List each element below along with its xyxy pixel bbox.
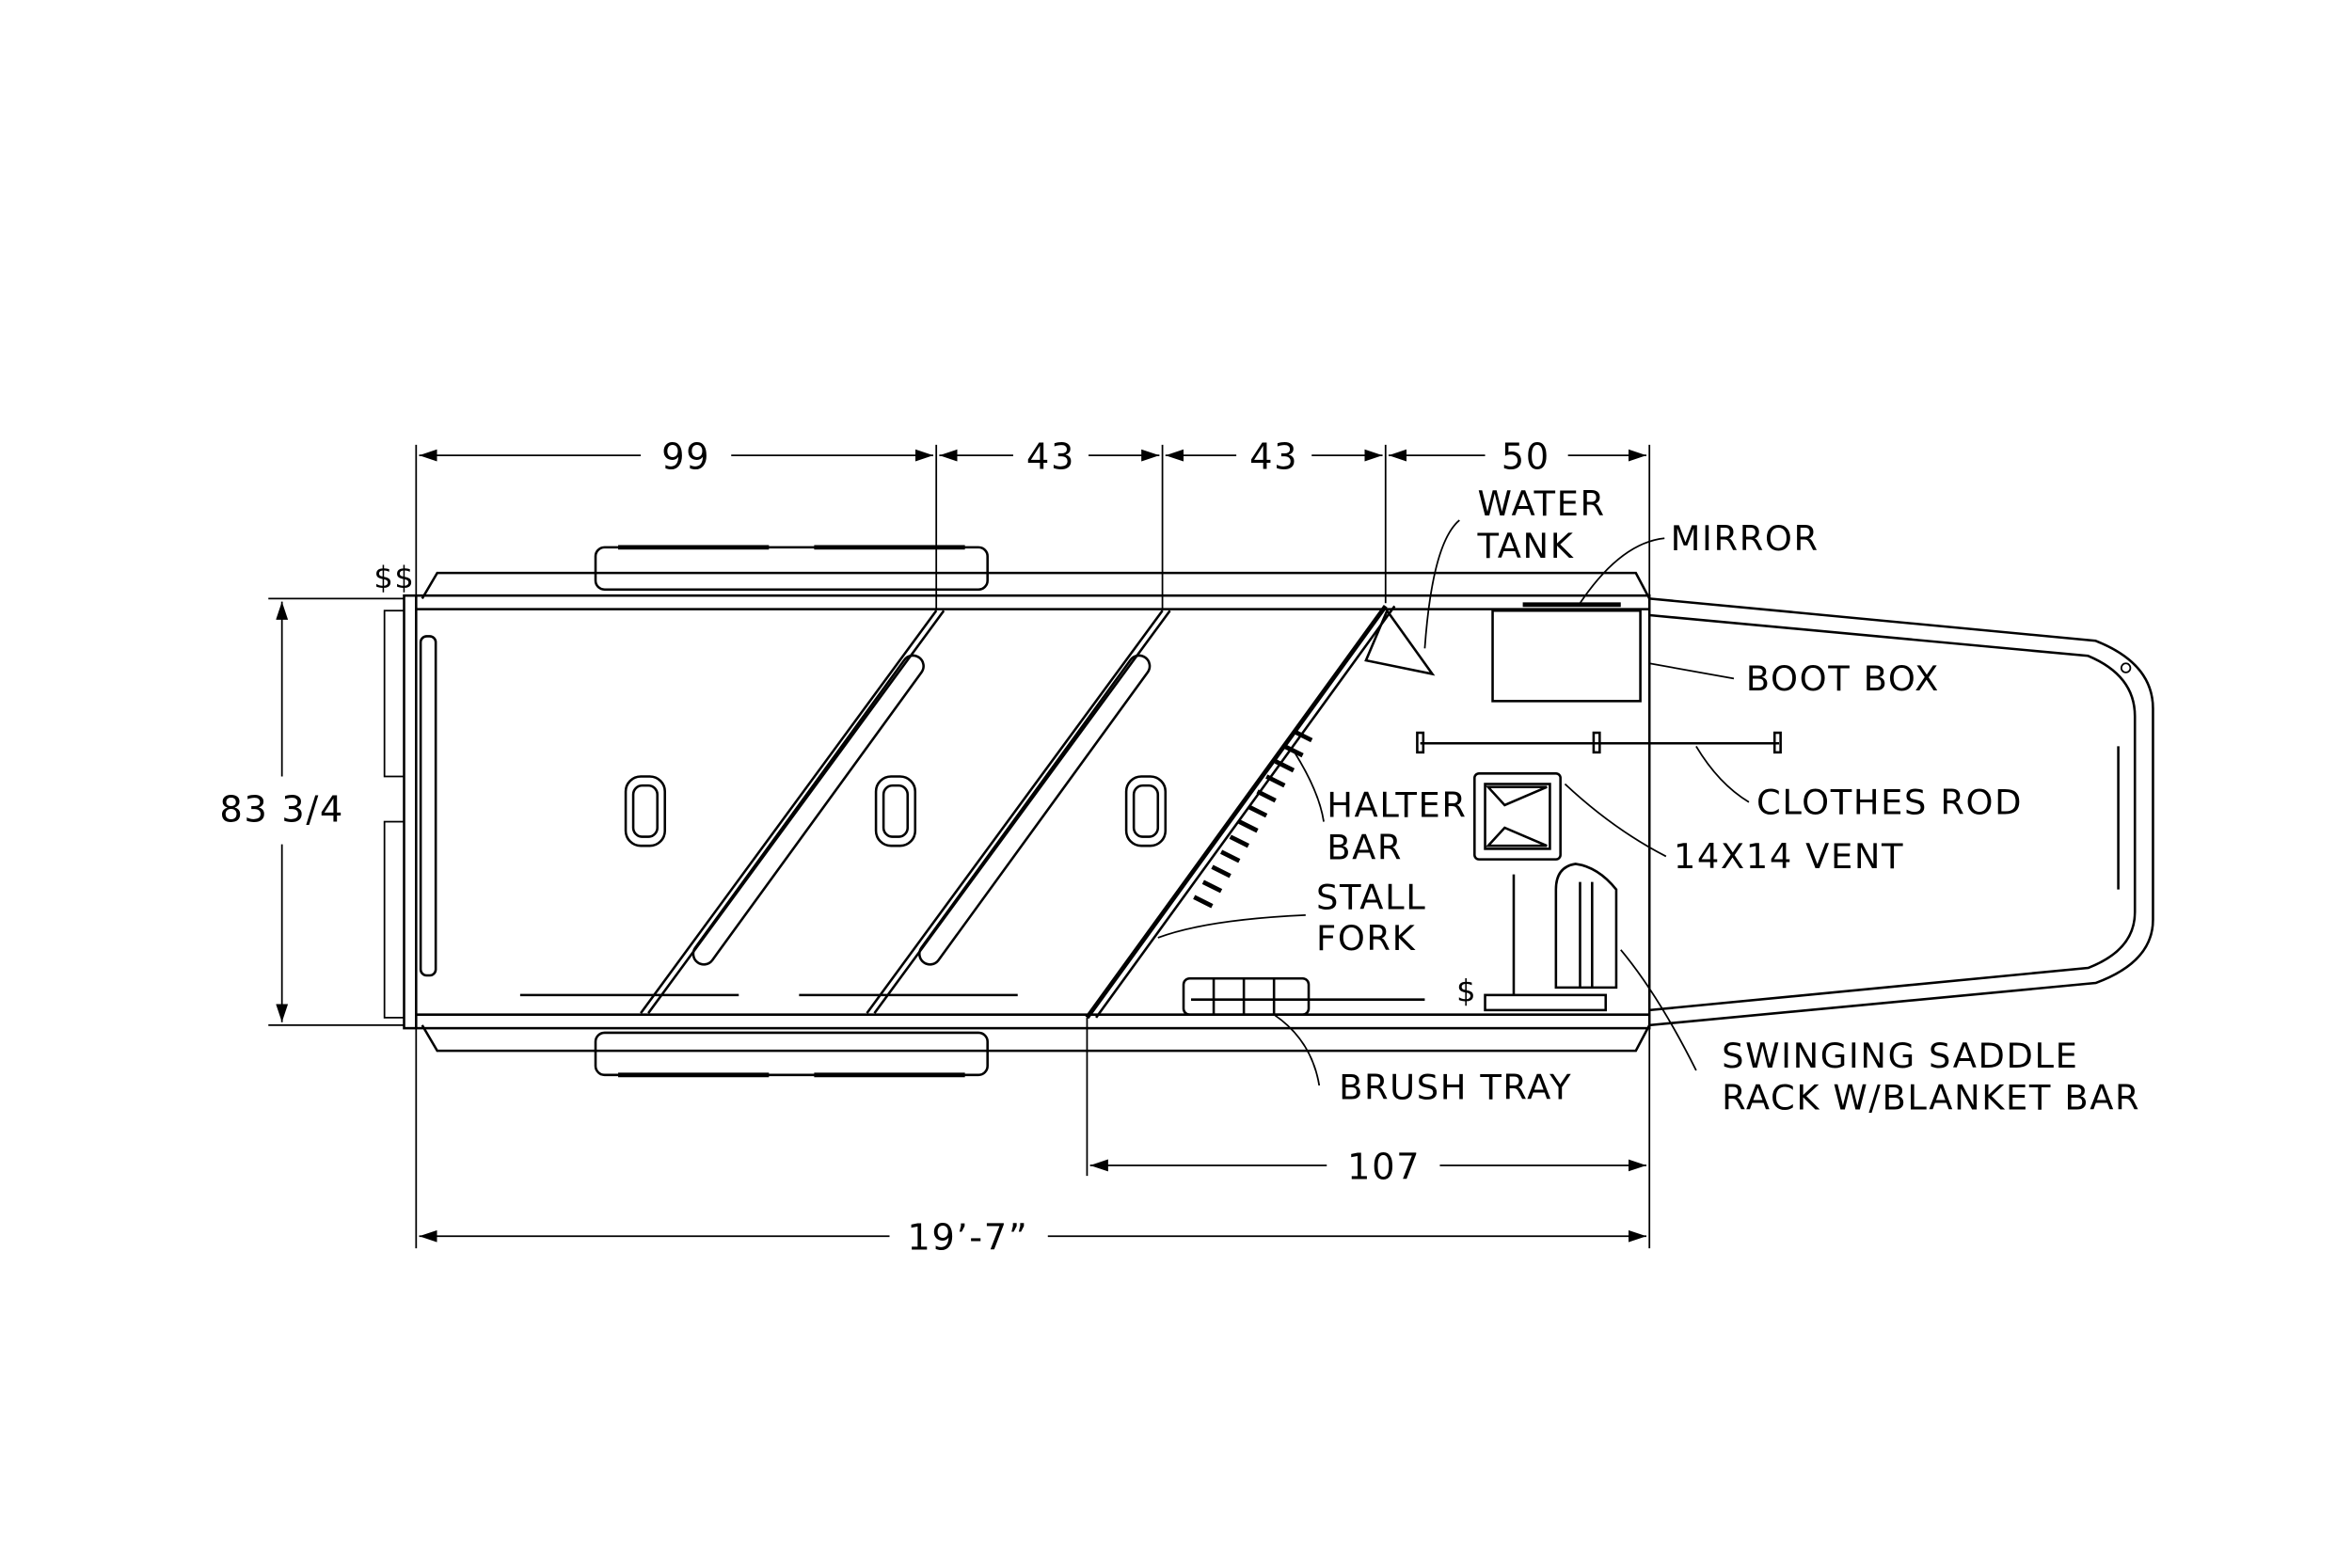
marker-s: $ [1456,973,1477,1008]
label-brush-tray: BRUSH TRAY [1339,1067,1572,1107]
dim-43-b: 43 [1249,436,1298,479]
saddle-rack [1484,863,1618,1012]
bottom-dimensions: 107 19’-7” [419,1146,1646,1259]
stall-dividers [519,610,1171,1014]
roof-vent [1473,772,1562,861]
leader-lines [1157,519,1750,1086]
dim-43-a: 43 [1026,436,1075,479]
dim-107: 107 [1347,1146,1421,1188]
stall-fork [1085,604,1396,1020]
wheel-fenders [594,545,989,1078]
brush-tray [1182,976,1425,1016]
dim-overall: 19’-7” [907,1217,1028,1259]
dim-99: 99 [661,436,710,479]
dim-width: 83 3/4 [219,789,344,832]
label-vent: 14X14 VENT [1674,836,1904,877]
label-mirror: MIRROR [1671,518,1820,559]
label-halter-bar-1: HALTER [1327,785,1467,826]
label-clothes-rod: CLOTHES ROD [1756,783,2023,823]
top-dimensions: 99 43 43 50 [419,436,1646,479]
label-halter-bar-2: BAR [1327,828,1403,868]
label-water-tank-1: WATER [1478,483,1606,524]
extension-lines [268,444,1651,1249]
trailer-body [383,571,2154,1053]
halter-bar-hooks [1193,729,1313,909]
label-stall-fork-2: FORK [1316,918,1416,958]
label-saddle-rack-1: SWINGING SADDLE [1722,1036,2078,1076]
water-tank [1364,608,1436,676]
clothes-rod [1416,731,1782,754]
label-boot-box: BOOT BOX [1746,658,1940,699]
label-water-tank-2: TANK [1477,526,1575,566]
marker-ss: $$ [373,560,415,595]
width-dimension: 83 3/4 [219,601,344,1022]
label-saddle-rack-2: RACK W/BLANKET BAR [1722,1078,2140,1118]
boot-box [1491,602,1642,703]
label-stall-fork-1: STALL [1316,878,1426,918]
stall-windows [624,775,1168,847]
labels: WATER TANK MIRROR BOOT BOX CLOTHES ROD H… [373,483,2140,1118]
dim-50: 50 [1502,436,1550,479]
